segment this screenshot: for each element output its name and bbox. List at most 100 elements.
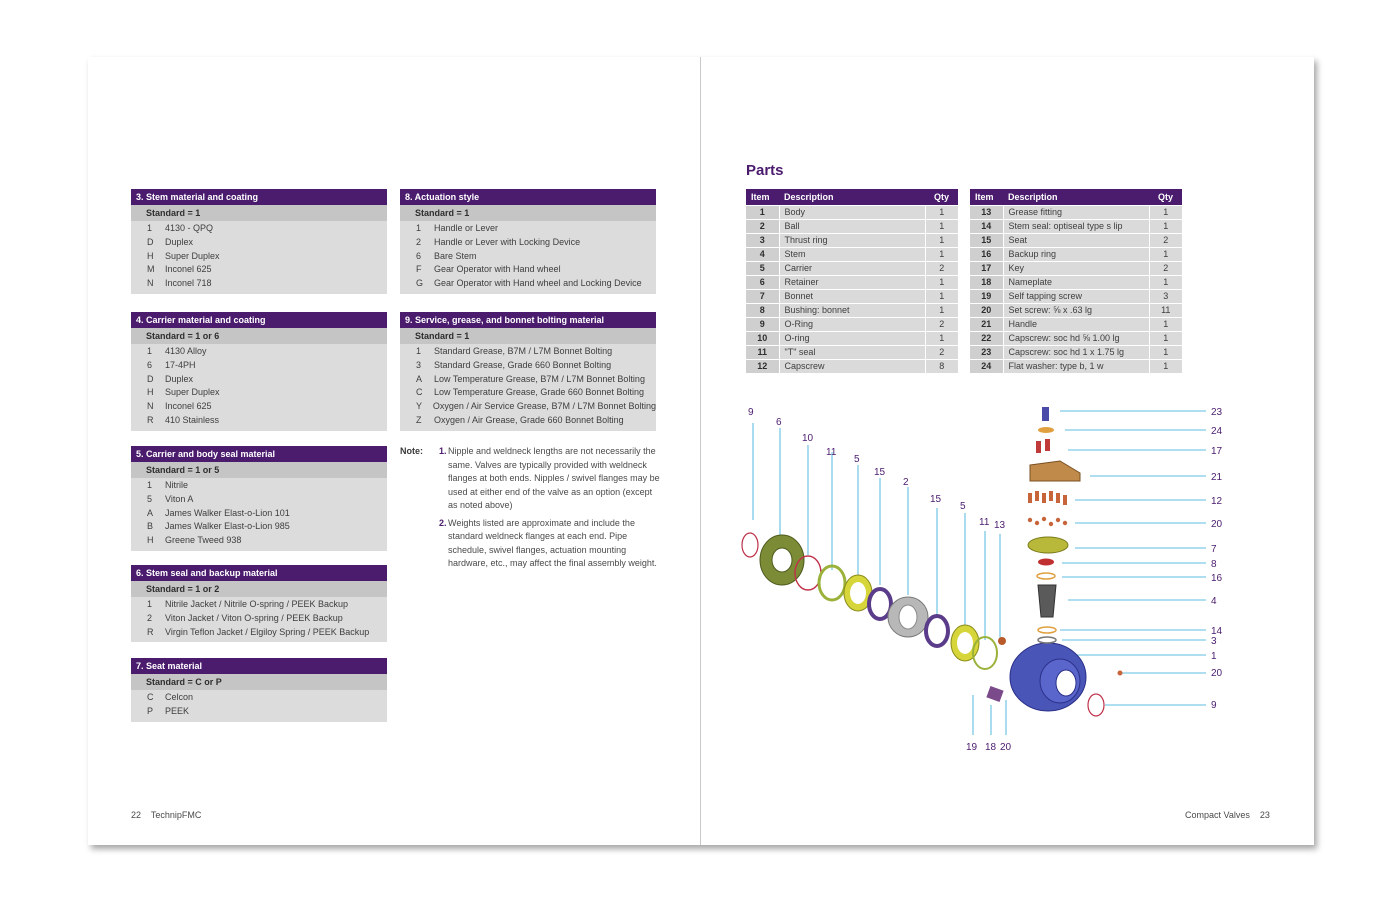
standard-value: Standard = 1 [131, 205, 387, 221]
stem-seal-shape [1037, 626, 1057, 634]
part-description: Carrier [778, 260, 925, 275]
part-item-number: 19 [970, 288, 1003, 303]
note-label: Note: [400, 446, 423, 456]
seat-shape [924, 614, 950, 648]
part-quantity: 2 [924, 260, 958, 275]
callout-label: 9 [1211, 700, 1217, 711]
option-code: 5 [147, 493, 153, 504]
part-item-number: 18 [970, 274, 1003, 289]
grease-fitting-shape [998, 637, 1006, 645]
part-quantity: 1 [1148, 246, 1182, 261]
note-block: Note: 1. Nipple and weldneck lengths are… [400, 445, 660, 575]
note-item: 2. Weights listed are approximate and in… [400, 517, 660, 571]
callout-label: 20 [1000, 742, 1012, 753]
option-description: Gear Operator with Hand wheel [434, 264, 561, 275]
part-description: Bonnet [778, 288, 925, 303]
option-description: 410 Stainless [165, 414, 220, 425]
callout-label: 17 [1211, 446, 1223, 457]
option-description: Super Duplex [165, 250, 220, 261]
part-quantity: 1 [1148, 330, 1182, 345]
callout-label: 15 [874, 467, 886, 478]
option-table-title: 3. Stem material and coating [131, 189, 387, 205]
option-code: R [147, 414, 154, 425]
option-description: Low Temperature Grease, B7M / L7M Bonnet… [434, 373, 645, 384]
option-row: 1 4130 - QPQ [131, 222, 387, 236]
body-bore [1055, 669, 1077, 697]
standard-value: Standard = 1 or 2 [131, 581, 387, 597]
part-quantity: 1 [1148, 274, 1182, 289]
option-code: 3 [416, 359, 422, 370]
option-code: B [147, 521, 154, 532]
seal-ring-shape [817, 564, 847, 602]
option-description: Handle or Lever with Locking Device [434, 236, 581, 247]
option-table-title: 9. Service, grease, and bonnet bolting m… [400, 312, 656, 328]
seat-shape [867, 587, 893, 621]
part-item-number: 1 [746, 204, 779, 219]
option-description: 17-4PH [165, 359, 196, 370]
part-description: Nameplate [1002, 274, 1149, 289]
part-description: Retainer [778, 274, 925, 289]
option-description: Celcon [165, 692, 194, 702]
callout-labels: 9 6 10 11 5 15 2 15 5 11 13 23 24 17 21 … [748, 407, 1223, 753]
col-description: Description [779, 189, 925, 205]
stem-shape [1037, 584, 1057, 618]
option-description: 4130 - QPQ [165, 223, 214, 233]
part-item-number: 5 [746, 260, 779, 275]
part-item-number: 20 [970, 302, 1003, 317]
option-code: 1 [147, 223, 153, 233]
option-description: Bare Stem [434, 250, 477, 261]
callout-label: 9 [748, 407, 754, 418]
callout-label: 6 [776, 417, 782, 428]
option-table-title: 4. Carrier material and coating [131, 312, 387, 328]
option-description: Inconel 625 [165, 264, 212, 275]
part-description: Backup ring [1002, 246, 1149, 261]
option-code: 1 [147, 480, 153, 490]
option-code: A [416, 373, 423, 384]
option-description: Super Duplex [165, 387, 220, 398]
part-quantity: 1 [924, 274, 958, 289]
page-number: 23 [1259, 810, 1270, 820]
option-table: 9. Service, grease, and bonnet bolting m… [400, 312, 656, 431]
option-code: C [147, 692, 154, 702]
part-quantity: 1 [924, 204, 958, 219]
page-fold [700, 57, 701, 845]
option-code: N [147, 278, 154, 289]
option-code: N [147, 401, 154, 412]
option-description: Gear Operator with Hand wheel and Lockin… [434, 278, 642, 289]
callout-label: 12 [1211, 496, 1223, 507]
part-quantity: 2 [924, 316, 958, 331]
callout-label: 18 [985, 742, 997, 753]
part-quantity: 1 [1148, 316, 1182, 331]
set-screw-set [1027, 516, 1068, 527]
option-code: F [416, 264, 422, 275]
option-code: H [147, 250, 154, 261]
standard-value: Standard = 1 [400, 205, 656, 221]
part-item-number: 23 [970, 344, 1003, 359]
option-table-title: 7. Seat material [131, 658, 387, 674]
callout-label: 11 [826, 447, 837, 458]
